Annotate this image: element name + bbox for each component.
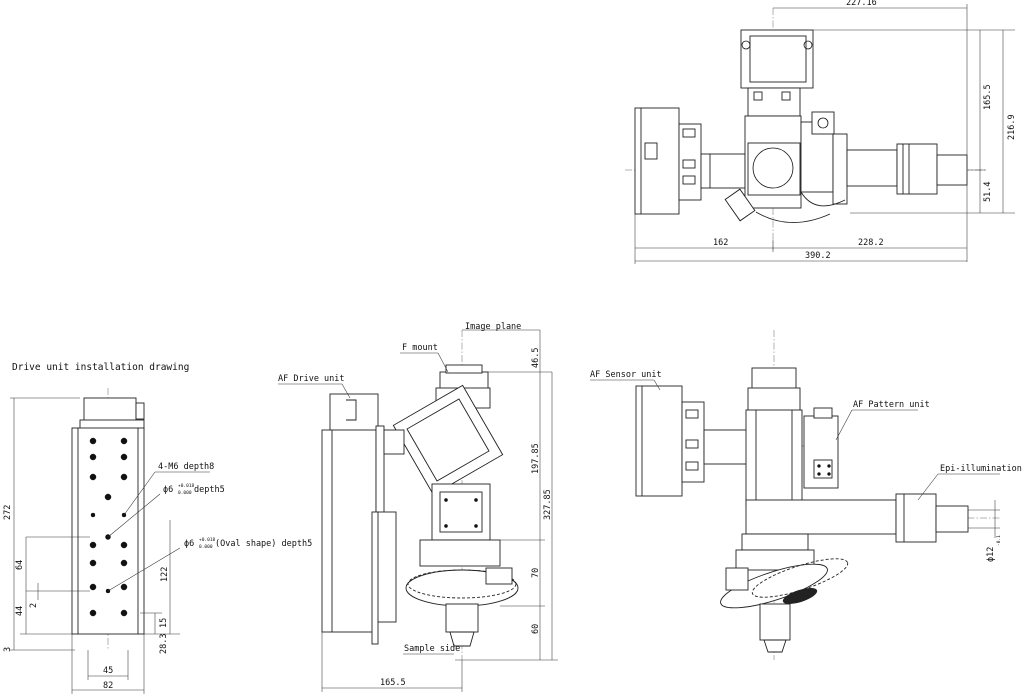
drive-unit-title: Drive unit installation drawing [12, 362, 189, 373]
side-view [278, 329, 558, 692]
dim-390-2: 390.2 [805, 251, 831, 261]
dim-64: 64 [15, 560, 25, 570]
af-pattern-unit-label: AF Pattern unit [853, 400, 930, 410]
phi12-label: ϕ12 [986, 547, 996, 562]
dim-15: 15 [159, 618, 169, 628]
dim-46-5: 46.5 [531, 348, 541, 368]
af-drive-unit-label: AF Drive unit [278, 374, 345, 384]
phi6-a-suffix: depth5 [194, 485, 225, 495]
front-view [590, 330, 1000, 660]
dim-165-5: 165.5 [380, 678, 406, 688]
dim-272: 272 [3, 505, 13, 520]
dim-3: 3 [3, 647, 13, 652]
f-mount-label: F mount [402, 343, 438, 353]
phi6-b-suffix: (Oval shape) depth5 [215, 539, 312, 549]
dim-2: 2 [29, 603, 39, 608]
dim-44: 44 [15, 606, 25, 616]
phi6-a-label: ϕ6 [163, 485, 173, 495]
af-sensor-unit-label: AF Sensor unit [590, 370, 662, 380]
drive-unit-view [10, 388, 210, 694]
phi6-a-tol-up: +0.018 [178, 483, 195, 489]
dim-228-2: 228.2 [858, 238, 884, 248]
dim-82: 82 [103, 681, 113, 691]
dim-45: 45 [103, 666, 113, 676]
dim-216-9: 216.9 [1007, 114, 1017, 140]
dim-28-3: 28.3 [159, 634, 169, 654]
sample-side-label: Sample side [404, 644, 460, 654]
dim-197-85: 197.85 [531, 443, 541, 474]
m6-depth-label: 4-M6 depth8 [158, 462, 214, 472]
phi6-b-tol-dn: 0.000 [199, 544, 213, 550]
dim-165-5: 165.5 [983, 84, 993, 110]
dim-60: 60 [531, 624, 541, 634]
dim-227-16: 227.16 [846, 0, 877, 8]
dim-162: 162 [713, 238, 728, 248]
dim-327-85: 327.85 [543, 489, 553, 520]
phi6-a-tol-dn: 0.000 [178, 490, 192, 496]
phi6-b-tol-up: +0.018 [199, 537, 216, 543]
top-view [625, 4, 1015, 264]
image-plane-label: Image plane [465, 322, 521, 332]
dim-51-4: 51.4 [983, 182, 993, 202]
dim-70: 70 [531, 568, 541, 578]
epi-illumination-label: Epi-illumination [940, 464, 1022, 474]
dim-122: 122 [160, 567, 170, 582]
phi6-b-label: ϕ6 [184, 539, 194, 549]
phi12-tol: -0.1 [996, 535, 1002, 546]
